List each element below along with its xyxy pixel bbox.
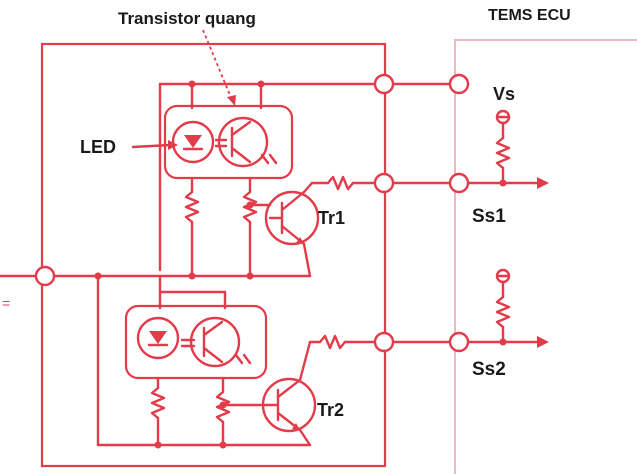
ecu-pullup-1 bbox=[495, 109, 511, 187]
phototransistor-label: Transistor quang bbox=[118, 9, 256, 28]
label-pointers bbox=[131, 29, 236, 150]
ecu-box bbox=[454, 39, 637, 474]
sensor-box bbox=[40, 42, 387, 468]
resistors-2 bbox=[150, 376, 268, 449]
vs-rail bbox=[158, 73, 470, 272]
ss1-line bbox=[310, 172, 549, 194]
ss2-line bbox=[308, 331, 549, 353]
ecu-pullup-2 bbox=[495, 268, 511, 346]
ground-mark: = bbox=[2, 295, 10, 311]
led-label: LED bbox=[80, 137, 116, 157]
transistor-tr1 bbox=[264, 181, 320, 278]
vs-label: Vs bbox=[493, 84, 515, 104]
ground-line bbox=[0, 265, 312, 287]
resistors-1 bbox=[184, 176, 272, 280]
ecu-label: TEMS ECU bbox=[488, 7, 571, 24]
transistor-tr2 bbox=[261, 340, 317, 447]
ss1-label: Ss1 bbox=[472, 206, 506, 227]
tr2-label: Tr2 bbox=[317, 400, 344, 420]
ss2-label: Ss2 bbox=[472, 359, 506, 380]
optocoupler-2 bbox=[124, 304, 268, 380]
optocoupler-1 bbox=[163, 104, 294, 180]
lower-branch bbox=[94, 272, 312, 447]
tr1-label: Tr1 bbox=[318, 208, 345, 228]
